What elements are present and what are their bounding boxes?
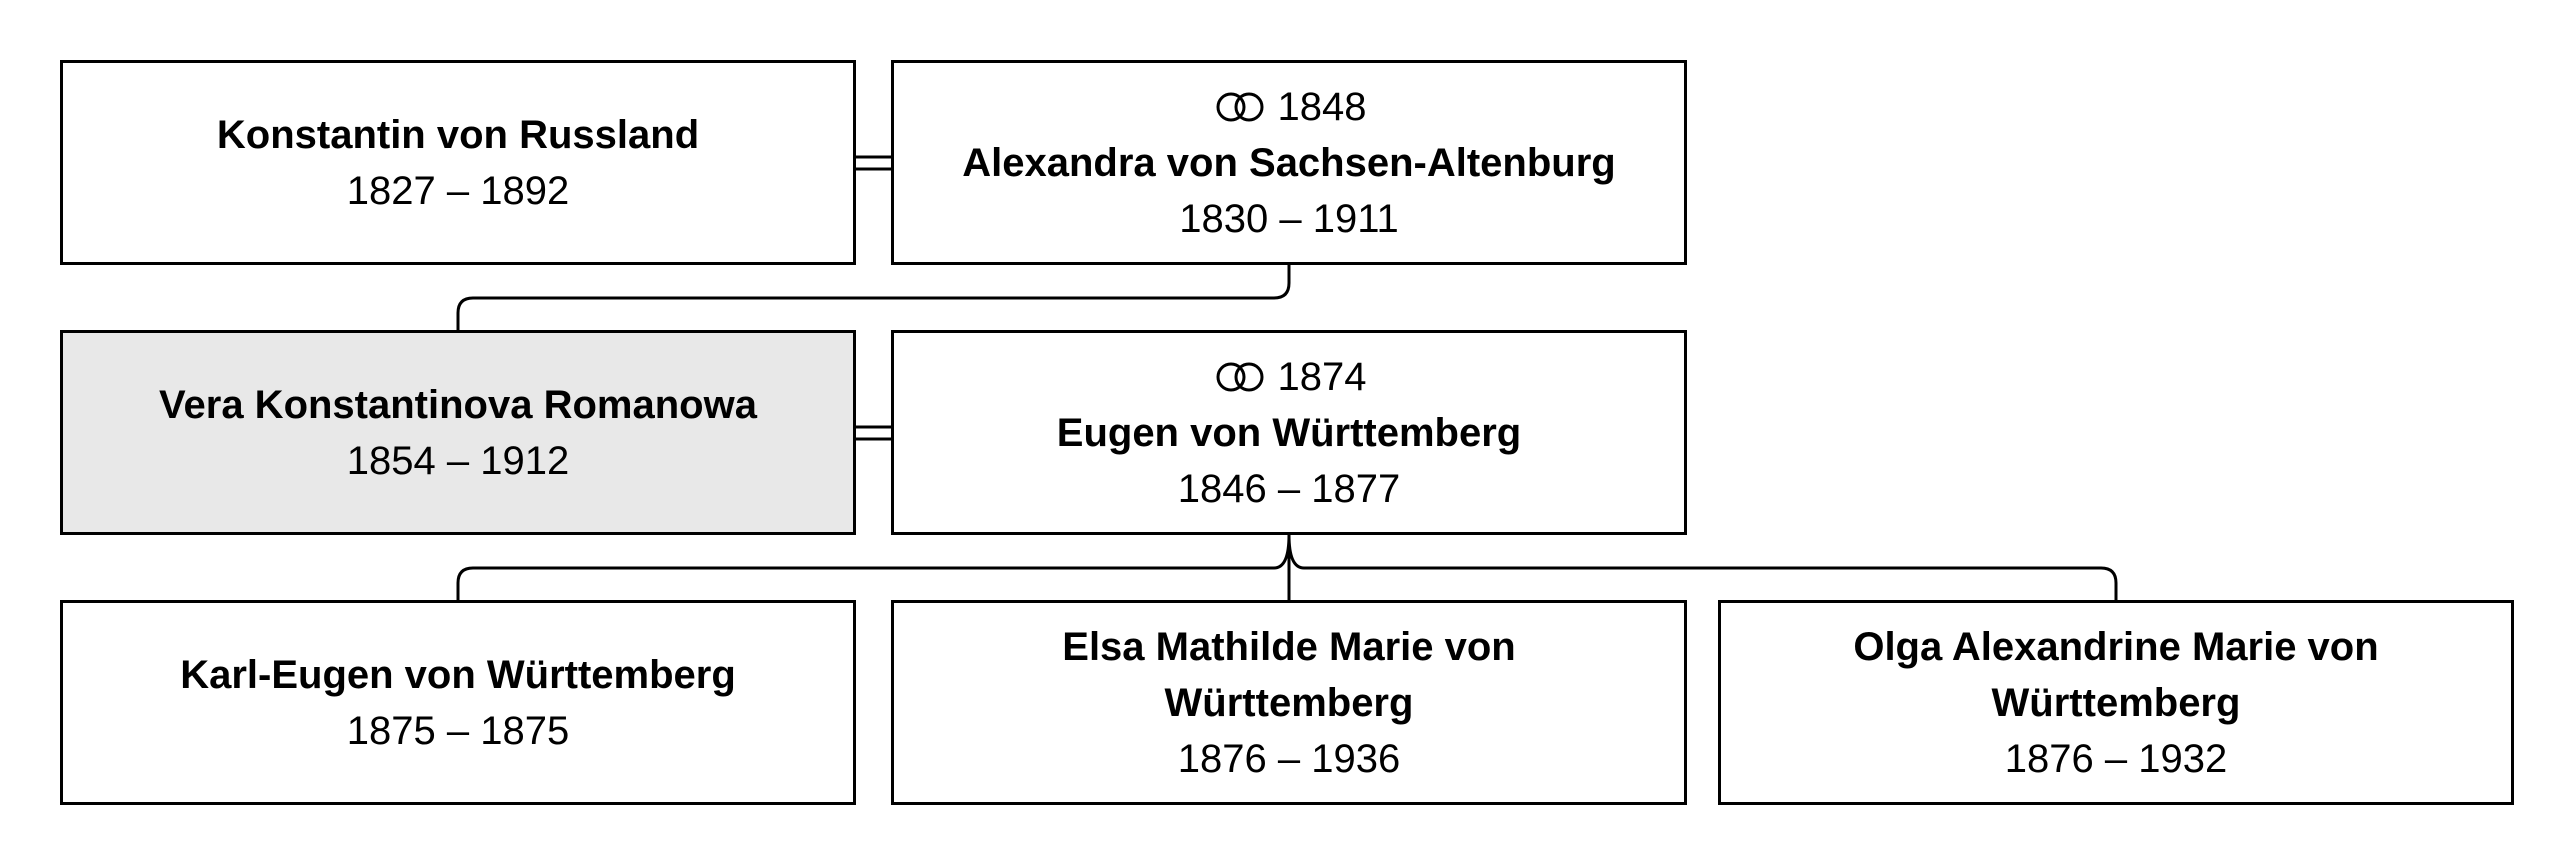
descent-line-vera bbox=[456, 265, 1291, 330]
person-card-eugen[interactable]: 1874 Eugen von Württemberg 1846 – 1877 bbox=[891, 330, 1687, 535]
person-dates: 1846 – 1877 bbox=[1177, 466, 1401, 511]
descent-line-karl-eugen bbox=[456, 534, 1291, 600]
marriage-year: 1848 bbox=[1277, 84, 1367, 129]
person-dates: 1854 – 1912 bbox=[346, 438, 570, 483]
person-card-vera[interactable]: Vera Konstantinova Romanowa 1854 – 1912 bbox=[60, 330, 856, 535]
person-name: Elsa Mathilde Marie von Württemberg bbox=[1062, 624, 1516, 725]
person-card-elsa[interactable]: Elsa Mathilde Marie von Württemberg 1876… bbox=[891, 600, 1687, 805]
person-dates: 1827 – 1892 bbox=[346, 168, 570, 213]
marriage-rings-icon bbox=[1216, 92, 1263, 121]
person-dates: 1876 – 1932 bbox=[2004, 736, 2228, 781]
person-dates: 1830 – 1911 bbox=[1179, 196, 1399, 241]
marriage-year: 1874 bbox=[1277, 354, 1367, 399]
person-card-karl-eugen[interactable]: Karl-Eugen von Württemberg 1875 – 1875 bbox=[60, 600, 856, 805]
person-name: Vera Konstantinova Romanowa bbox=[159, 382, 757, 427]
person-dates: 1875 – 1875 bbox=[346, 708, 570, 753]
person-name: Konstantin von Russland bbox=[216, 112, 700, 157]
marriage-info: 1874 bbox=[1212, 349, 1367, 405]
person-card-alexandra[interactable]: 1848 Alexandra von Sachsen-Altenburg 183… bbox=[891, 60, 1687, 265]
person-card-olga[interactable]: Olga Alexandrine Marie von Württemberg 1… bbox=[1718, 600, 2514, 805]
person-card-konstantin[interactable]: Konstantin von Russland 1827 – 1892 bbox=[60, 60, 856, 265]
person-name: Karl-Eugen von Württemberg bbox=[180, 652, 736, 697]
person-dates: 1876 – 1936 bbox=[1177, 736, 1401, 781]
descent-line-olga bbox=[1287, 534, 2118, 600]
marriage-info: 1848 bbox=[1212, 79, 1367, 135]
person-name: Olga Alexandrine Marie von Württemberg bbox=[1853, 624, 2379, 725]
person-name: Alexandra von Sachsen-Altenburg bbox=[962, 140, 1616, 185]
marriage-rings-icon bbox=[1216, 362, 1263, 391]
person-name: Eugen von Württemberg bbox=[1056, 410, 1522, 455]
